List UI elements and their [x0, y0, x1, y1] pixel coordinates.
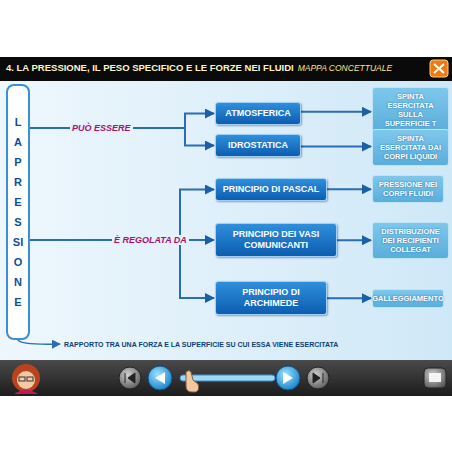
result-box: GALLEGGIAMENTO [372, 289, 444, 308]
last-button [307, 367, 329, 389]
node-text: PRESSIONE NEI CORPI FLUIDI [376, 180, 440, 198]
connector-arrow [337, 239, 371, 241]
node-text: IDROSTATICA [228, 140, 288, 151]
connector-arrow [327, 297, 371, 299]
node-text: LA PRESSIONE [13, 112, 24, 312]
title-text: 4. LA PRESSIONE, IL PESO SPECIFICO E LE … [6, 62, 294, 73]
result-box: SPINTA ESERCITATA DAI CORPI LIQUIDI [372, 129, 449, 166]
last-icon [313, 373, 323, 383]
first-button [119, 367, 141, 389]
map-panel [0, 81, 452, 360]
print-button [424, 368, 446, 388]
category-box: ATMOSFERICA [215, 102, 301, 125]
close-button [430, 60, 448, 77]
node-text: SPINTA ESERCITATA DAI CORPI LIQUIDI [376, 134, 445, 161]
node-text: SPINTA ESERCITATA SULLA SUPERFICIE T [376, 92, 445, 128]
connector-arrow [301, 146, 371, 148]
next-icon [283, 372, 293, 384]
title-row: 4. LA PRESSIONE, IL PESO SPECIFICO E LE … [6, 62, 392, 73]
title-bar [0, 57, 452, 81]
next-button [276, 366, 300, 390]
principle-box: PRINCIPIO DI ARCHIMEDE [215, 281, 327, 315]
result-box: DISTRIBUZIONE DEI RECIPIENTI COLLEGAT [372, 222, 449, 259]
node-text: DISTRIBUZIONE DEI RECIPIENTI COLLEGAT [376, 227, 445, 254]
connector-arrow [30, 190, 214, 241]
connector-arrow [30, 240, 214, 298]
node-text: PRINCIPIO DI ARCHIMEDE [220, 287, 322, 309]
principle-box: PRINCIPIO DI PASCAL [215, 178, 327, 201]
first-icon [125, 373, 135, 383]
node-text: GALLEGGIAMENTO [372, 294, 444, 303]
progress-track [180, 375, 275, 381]
leader-arrow [18, 340, 60, 344]
result-box: PRESSIONE NEI CORPI FLUIDI [372, 175, 444, 203]
prev-icon [155, 372, 165, 384]
connector-arrow [301, 111, 371, 113]
result-box: SPINTA ESERCITATA SULLA SUPERFICIE T [372, 87, 449, 133]
link-phrase: PUÒ ESSERE [70, 123, 133, 133]
close-icon [434, 64, 444, 73]
print-icon [429, 373, 441, 382]
prev-button [148, 366, 172, 390]
topic-column: LA PRESSIONE [6, 84, 30, 340]
definition-note: RAPPORTO TRA UNA FORZA E LA SUPERFICIE S… [64, 341, 338, 348]
category-box: IDROSTATICA [215, 134, 301, 157]
principle-box: PRINCIPIO DEI VASI COMUNICANTI [215, 223, 337, 257]
node-text: PRINCIPIO DI PASCAL [223, 184, 319, 195]
node-text: PRINCIPIO DEI VASI COMUNICANTI [220, 229, 332, 251]
nav-bar [0, 360, 452, 396]
pointer-hand [186, 371, 199, 393]
node-text: ATMOSFERICA [225, 108, 290, 119]
link-phrase: È REGOLATA DA [112, 235, 189, 245]
subtitle-text: MAPPA CONCETTUALE [298, 63, 392, 73]
connector-arrow [327, 188, 371, 190]
avatar-icon [12, 364, 40, 394]
